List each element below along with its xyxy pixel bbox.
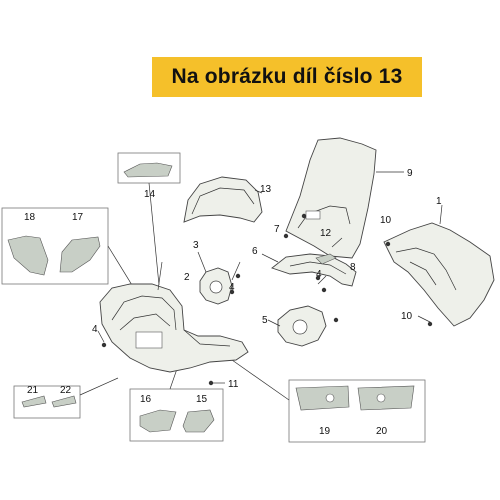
label-14: 14 [144, 189, 156, 200]
banner-text: Na obrázku díl číslo 13 [171, 65, 403, 88]
part-1-rear-frame [383, 204, 495, 327]
label-20: 20 [376, 426, 388, 437]
label-1: 1 [436, 196, 442, 207]
part-6-bracket [261, 253, 357, 287]
label-13: 13 [260, 184, 272, 195]
label-22: 22 [60, 385, 72, 396]
part-3-small-cover [197, 251, 233, 305]
label-4c: 4 [316, 269, 322, 280]
label-15: 15 [196, 394, 208, 405]
label-19: 19 [319, 426, 331, 437]
label-7: 7 [274, 224, 280, 235]
label-18: 18 [24, 212, 36, 223]
part-13-instrument-cover [183, 176, 263, 223]
label-9: 9 [407, 168, 413, 179]
label-11: 11 [228, 379, 239, 390]
decal-box-17-18 [1, 207, 136, 291]
label-17: 17 [72, 212, 84, 223]
label-6: 6 [252, 246, 258, 257]
title-banner: Na obrázku díl číslo 13 [152, 57, 422, 97]
part-8-small-piece [315, 237, 343, 265]
label-10a: 10 [380, 215, 392, 226]
label-4b: 4 [92, 324, 98, 335]
label-16: 16 [140, 394, 152, 405]
part-9-windscreen [285, 137, 404, 259]
screws [97, 213, 433, 386]
label-8: 8 [350, 262, 356, 273]
decal-box-14 [117, 152, 181, 286]
label-2: 2 [184, 272, 190, 283]
label-12: 12 [320, 228, 332, 239]
decal-box-15-16 [129, 365, 224, 442]
label-10b: 10 [401, 311, 413, 322]
part-2-front-shield [99, 261, 249, 373]
part-5-cap [267, 305, 327, 347]
label-5: 5 [262, 315, 268, 326]
label-21: 21 [27, 385, 39, 396]
label-4a: 4 [229, 282, 235, 293]
label-3: 3 [193, 240, 199, 251]
decal-box-19-20 [231, 359, 426, 443]
decal-box-21-22 [13, 377, 119, 419]
